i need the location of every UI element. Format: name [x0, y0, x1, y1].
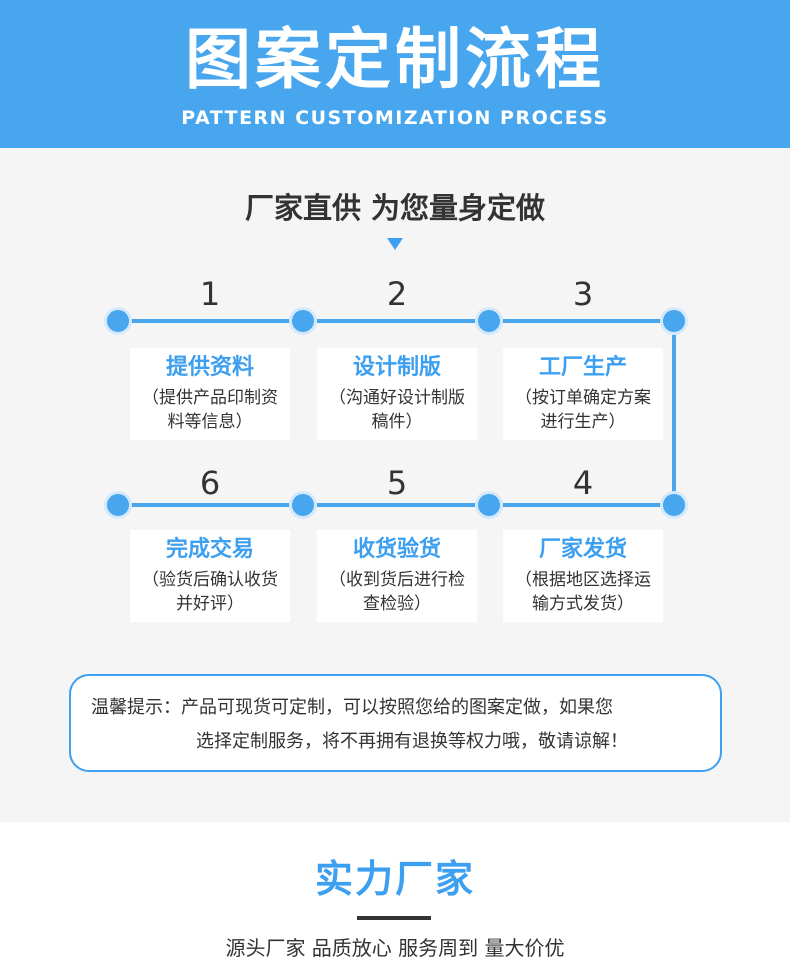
strength-subtitle: 源头厂家 品质放心 服务周到 量大价优 — [225, 936, 565, 960]
track-top — [118, 319, 674, 323]
slogan: 厂家直供 为您量身定做 — [244, 191, 546, 225]
step-card-5: 收货验货 （收到货后进行检查检验） — [317, 530, 477, 622]
step-title-5: 收货验货 — [352, 537, 441, 562]
node-bottom-1 — [104, 491, 132, 519]
node-top-4 — [660, 307, 688, 335]
step-card-6: 完成交易 （验货后确认收货并好评） — [130, 530, 290, 622]
step-number-2: 2 — [386, 275, 408, 313]
step-desc-2: （沟通好设计制版稿件） — [329, 388, 465, 432]
node-bottom-4 — [660, 491, 688, 519]
step-desc-6: （验货后确认收货并好评） — [142, 570, 278, 614]
step-number-4: 4 — [572, 464, 594, 502]
title-underline — [357, 916, 431, 920]
step-desc-5: （收到货后进行检查检验） — [329, 570, 465, 614]
step-title-3: 工厂生产 — [538, 355, 627, 380]
notice-line-1: 温馨提示：产品可现货可定制，可以按照您给的图案定做，如果您 — [91, 697, 613, 718]
node-top-1 — [104, 307, 132, 335]
header-banner: 图案定制流程 PATTERN CUSTOMIZATION PROCESS — [0, 0, 790, 148]
step-card-2: 设计制版 （沟通好设计制版稿件） — [317, 348, 477, 440]
step-title-1: 提供资料 — [165, 355, 254, 380]
step-desc-4: （根据地区选择运输方式发货） — [515, 570, 651, 614]
step-card-1: 提供资料 （提供产品印制资料等信息） — [130, 348, 290, 440]
strength-title: 实力厂家 — [314, 857, 475, 901]
step-desc-1: （提供产品印制资料等信息） — [142, 388, 278, 432]
step-number-3: 3 — [572, 275, 594, 313]
node-top-3 — [475, 307, 503, 335]
step-title-4: 厂家发货 — [538, 537, 627, 562]
step-title-6: 完成交易 — [165, 537, 254, 562]
notice-line-2: 选择定制服务，将不再拥有退换等权力哦，敬请谅解！ — [196, 731, 628, 752]
step-card-3: 工厂生产 （按订单确定方案进行生产） — [503, 348, 663, 440]
step-title-2: 设计制版 — [352, 355, 441, 380]
track-right — [672, 321, 676, 507]
step-number-6: 6 — [199, 464, 221, 502]
node-top-2 — [289, 307, 317, 335]
track-bottom — [118, 503, 674, 507]
step-number-5: 5 — [386, 464, 408, 502]
notice-box: 温馨提示：产品可现货可定制，可以按照您给的图案定做，如果您 选择定制服务，将不再… — [69, 674, 722, 772]
node-bottom-3 — [475, 491, 503, 519]
step-number-1: 1 — [199, 275, 221, 313]
page-title: 图案定制流程 — [185, 21, 605, 98]
step-card-4: 厂家发货 （根据地区选择运输方式发货） — [503, 530, 663, 622]
process-section: 厂家直供 为您量身定做 1 2 3 6 5 4 提供资料 （提供产品印制资料等信… — [0, 148, 790, 822]
step-desc-3: （按订单确定方案进行生产） — [515, 388, 651, 432]
down-arrow-icon — [387, 238, 403, 250]
node-bottom-2 — [289, 491, 317, 519]
page-subtitle: PATTERN CUSTOMIZATION PROCESS — [181, 107, 609, 129]
